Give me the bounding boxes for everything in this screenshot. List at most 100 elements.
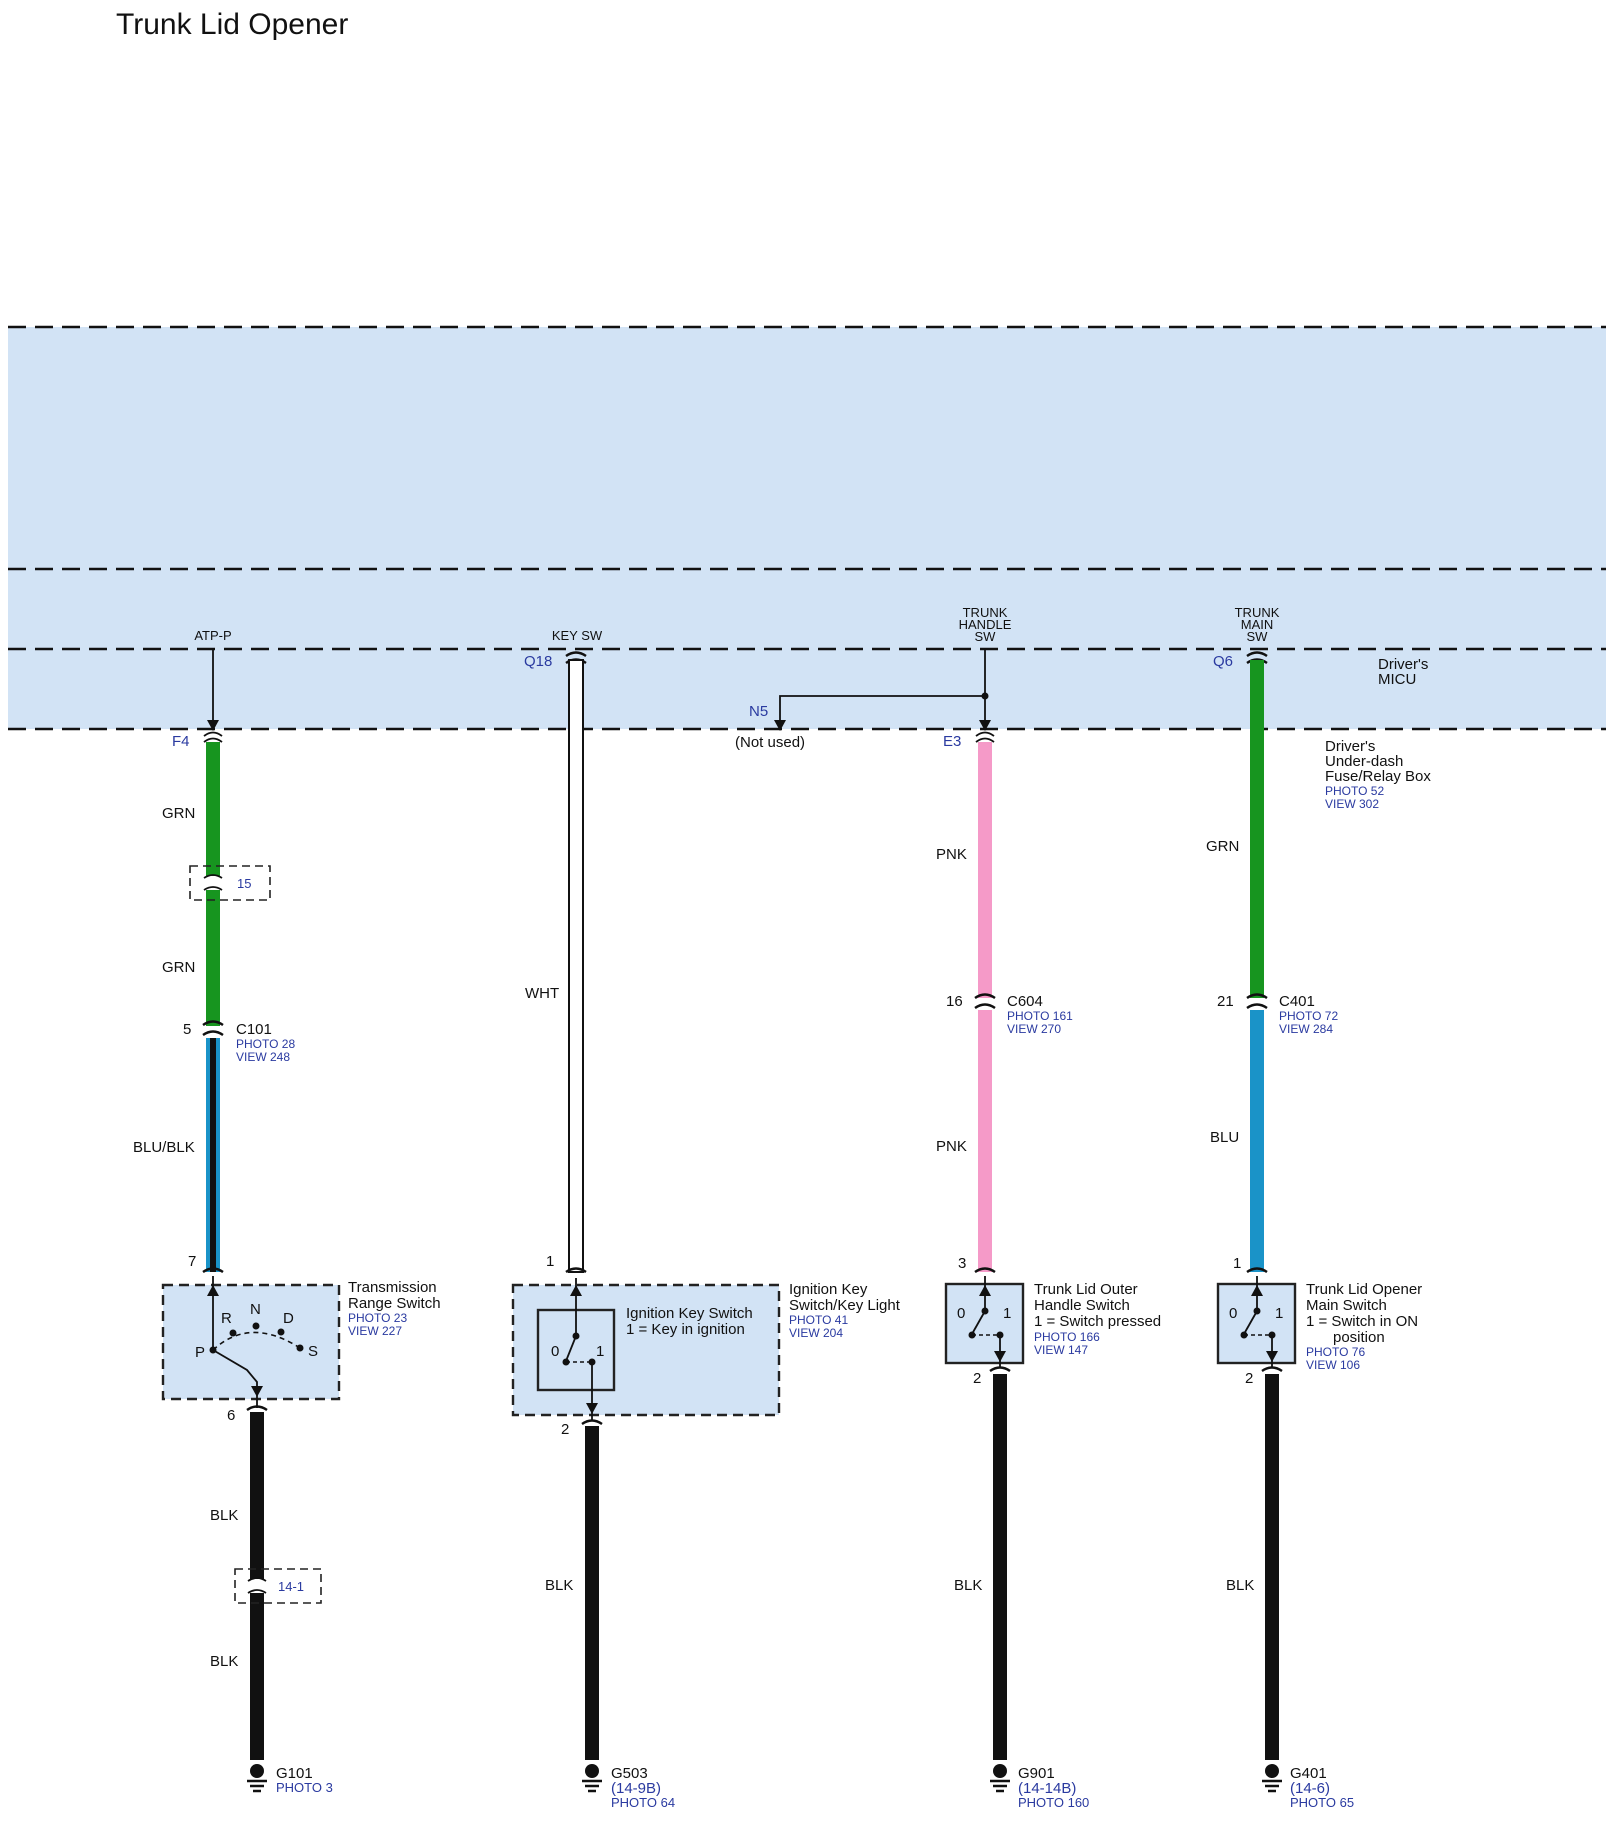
arrow-icon <box>1266 1351 1278 1362</box>
ign-pos1: 1 <box>596 1343 604 1360</box>
ground-g503-photo: PHOTO 64 <box>611 1795 675 1810</box>
main-pos1: 1 <box>1275 1305 1283 1322</box>
wire-label-blk-3: BLK <box>545 1577 573 1594</box>
trans-pin-in: 7 <box>188 1253 196 1270</box>
connector-mark <box>1246 1267 1268 1274</box>
inline-gap <box>204 876 222 890</box>
main-label-4: position <box>1333 1329 1385 1346</box>
arrow-icon <box>570 1285 582 1296</box>
connector-pin-3: 21 <box>1217 993 1234 1010</box>
handle-view: VIEW 147 <box>1034 1343 1088 1357</box>
fuse-box-label-3: Fuse/Relay Box <box>1325 768 1431 785</box>
ground-icon <box>1265 1764 1279 1778</box>
wire-label-blu-blk: BLU/BLK <box>133 1139 195 1156</box>
wire-label-grn: GRN <box>162 805 195 822</box>
wire-label-wht: WHT <box>525 985 559 1002</box>
ground-g401-photo: PHOTO 65 <box>1290 1795 1354 1810</box>
connector-mark <box>203 874 223 891</box>
ground-g401-ref: (14-6) <box>1290 1780 1330 1797</box>
pin-signal-atp-p: ATP-P <box>194 628 231 643</box>
page-title: Trunk Lid Opener <box>116 8 348 41</box>
main-pin-in: 1 <box>1233 1255 1241 1272</box>
pin-signal-key-sw: KEY SW <box>552 628 603 643</box>
terminal-q6: Q6 <box>1213 653 1233 670</box>
connector-c401-photo: PHOTO 72 <box>1279 1009 1338 1023</box>
wire-label-grn-2: GRN <box>162 959 195 976</box>
connector-mark <box>247 1577 267 1594</box>
trans-contact-n <box>252 1322 260 1330</box>
ground-icon <box>250 1764 264 1778</box>
connector-mark <box>975 731 995 743</box>
arrow-icon <box>251 1386 263 1397</box>
connector-c101: C101 <box>236 1021 272 1038</box>
arrow-icon <box>994 1351 1006 1362</box>
wire-label-blk-2: BLK <box>210 1653 238 1670</box>
ground-g901: G901 <box>1018 1765 1055 1782</box>
wire-label-grn-3: GRN <box>1206 838 1239 855</box>
micu-label-2: MICU <box>1378 671 1416 688</box>
connector-c401-mark <box>1246 993 1268 1010</box>
connector-mark <box>565 1267 587 1274</box>
fuse-box-photo: PHOTO 52 <box>1325 784 1384 798</box>
ign-pin-out: 2 <box>561 1421 569 1438</box>
wire-blu <box>1250 1010 1264 1272</box>
trans-pin-out: 6 <box>227 1407 235 1424</box>
connector-c604: C604 <box>1007 993 1043 1010</box>
pin-signal-trunk-main-3: SW <box>1247 629 1269 644</box>
main-switch-arm <box>1243 1310 1258 1335</box>
pin-signal-trunk-main-2: MAIN <box>1241 617 1274 632</box>
connector-pin-2: 16 <box>946 993 963 1010</box>
arrow-icon <box>774 720 786 731</box>
ign-inner-label: Ignition Key Switch <box>626 1305 753 1322</box>
wire-label-blu: BLU <box>1210 1129 1239 1146</box>
ground-icon <box>993 1764 1007 1778</box>
wire-wht <box>568 659 584 1273</box>
handle-photo: PHOTO 166 <box>1034 1330 1100 1344</box>
inline-gap <box>248 1579 266 1593</box>
handle-switch-arm <box>971 1310 986 1335</box>
trans-contact-r <box>229 1329 237 1337</box>
arrow-icon <box>586 1403 598 1414</box>
trans-pos-p: P <box>195 1344 205 1361</box>
wire-n5-branch <box>779 695 985 724</box>
pin-signal-trunk-handle: TRUNK <box>963 605 1008 620</box>
terminal-q18: Q18 <box>524 653 552 670</box>
trans-pos-s: S <box>308 1343 318 1360</box>
connector-mark <box>202 1267 224 1274</box>
wire-blk-4 <box>1265 1374 1279 1760</box>
ign-view: VIEW 204 <box>789 1326 843 1340</box>
wire-blk-3 <box>993 1374 1007 1760</box>
connector-mark <box>974 1267 996 1274</box>
wire-blu-blk-stripe <box>210 1038 216 1272</box>
connector-c101-mark <box>202 1020 224 1037</box>
ground-g503-ref: (14-9B) <box>611 1780 661 1797</box>
trans-pos-n: N <box>250 1301 261 1318</box>
connector-mark <box>203 731 223 743</box>
handle-label-2: Handle Switch <box>1034 1297 1130 1314</box>
wire-pnk <box>978 742 992 998</box>
wire-label-pnk: PNK <box>936 846 967 863</box>
arrow-icon <box>1251 1285 1263 1296</box>
fuse-box-view: VIEW 302 <box>1325 797 1379 811</box>
connector-mark <box>246 1405 268 1412</box>
ground-g101: G101 <box>276 1765 313 1782</box>
trans-view: VIEW 227 <box>348 1324 402 1338</box>
trans-photo: PHOTO 23 <box>348 1311 407 1325</box>
pin-signal-trunk-handle-2: HANDLE <box>959 617 1012 632</box>
main-label-3: 1 = Switch in ON <box>1306 1313 1418 1330</box>
ground-g901-ref: (14-14B) <box>1018 1780 1076 1797</box>
inline-connector-label-2: 14-1 <box>278 1579 304 1594</box>
connector-c401: C401 <box>1279 993 1315 1010</box>
connector-mark <box>1246 651 1268 665</box>
fuse-box-label-2: Under-dash <box>1325 753 1403 770</box>
ground-g503: G503 <box>611 1765 648 1782</box>
terminal-n5: N5 <box>749 703 768 720</box>
micu-region <box>8 327 1606 729</box>
connector-c604-photo: PHOTO 161 <box>1007 1009 1073 1023</box>
ground-g401: G401 <box>1290 1765 1327 1782</box>
terminal-f4: F4 <box>172 733 190 750</box>
pin-signal-trunk-handle-3: SW <box>975 629 997 644</box>
ign-pin-in: 1 <box>546 1253 554 1270</box>
connector-c101-view: VIEW 248 <box>236 1050 290 1064</box>
